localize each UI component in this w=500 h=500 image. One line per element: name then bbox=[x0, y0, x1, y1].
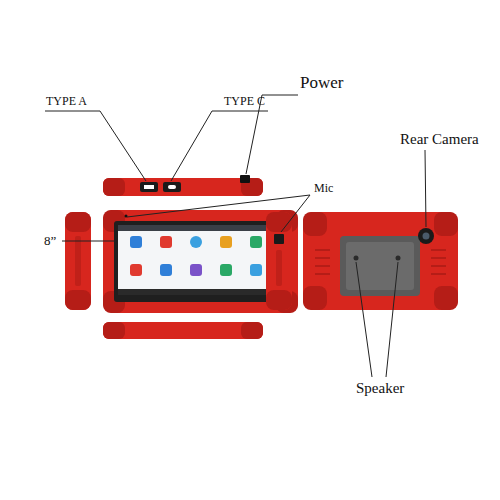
part-label: Mic bbox=[314, 182, 333, 195]
part-label: Speaker bbox=[356, 380, 404, 397]
front-view bbox=[103, 210, 298, 313]
top-view bbox=[103, 175, 263, 196]
part-label: TYPE C bbox=[224, 95, 265, 108]
part-label: Rear Camera bbox=[400, 131, 479, 148]
part-label: Power bbox=[300, 74, 343, 93]
part-label: 8” bbox=[44, 234, 56, 248]
part-label: TYPE A bbox=[46, 95, 87, 108]
left-side-view bbox=[65, 212, 91, 310]
back-view bbox=[303, 212, 458, 310]
right-side-view bbox=[266, 212, 292, 310]
bottom-view bbox=[103, 322, 263, 339]
leader-lines bbox=[45, 95, 426, 377]
